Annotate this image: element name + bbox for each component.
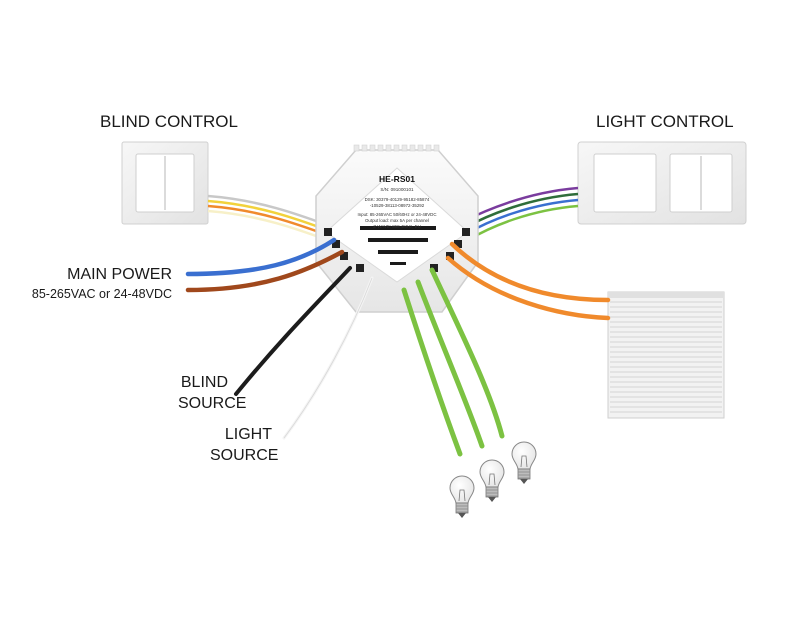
terminal	[430, 264, 438, 272]
terminal	[462, 228, 470, 236]
housing-tooth	[377, 144, 384, 152]
device-dsk-line1: DSK: 30379-40129-95182-85874	[365, 197, 430, 202]
main-power-label: MAIN POWER	[67, 266, 172, 283]
device-dsk-line2: -10529-38113-08972-35292	[370, 203, 425, 208]
blind-source-line2: SOURCE	[178, 395, 247, 412]
device-serial: S/N: 091000101	[380, 187, 414, 192]
main-power-wires	[185, 237, 345, 293]
blind-control-label: BLIND CONTROL	[100, 112, 238, 131]
light-source-line2: SOURCE	[210, 447, 279, 464]
light-bulb-icon	[449, 475, 475, 518]
light-source-line1: LIGHT	[224, 426, 272, 443]
vent-slot	[390, 262, 406, 265]
blind-source-label: BLIND SOURCE	[178, 372, 247, 414]
housing-tooth	[393, 144, 400, 152]
terminal	[332, 240, 340, 248]
light-source-wire-edge	[283, 277, 373, 439]
terminal	[356, 264, 364, 272]
light-bulb-icon	[479, 459, 505, 502]
terminal	[446, 252, 454, 260]
housing-tooth	[425, 144, 432, 152]
terminal	[454, 240, 462, 248]
light-control-label: LIGHT CONTROL	[596, 112, 734, 131]
light-source-label: LIGHT SOURCE	[210, 424, 279, 466]
light-bulbs	[449, 441, 537, 518]
blind-control-wires	[207, 194, 331, 243]
device-zwave-spec: Z-WAVE: 868.4MHz, EU	[373, 224, 421, 229]
housing-tooth	[361, 144, 368, 152]
housing-tooth	[353, 144, 360, 152]
window-blind	[607, 291, 725, 419]
main-power-spec: 85-265VAC or 24-48VDC	[31, 287, 172, 301]
terminal	[340, 252, 348, 260]
blind-source-line1: BLIND	[180, 374, 228, 391]
device-output-spec: Output load: max 5A per channel	[365, 218, 429, 223]
housing-tooth	[401, 144, 408, 152]
device-input-spec: Input: 85-265VAC 50/60Hz or 24-48VDC	[358, 212, 437, 217]
blind-motor-wires	[445, 241, 611, 321]
light-control-wires	[461, 186, 579, 242]
light-output-wires	[401, 267, 505, 457]
housing-tooth	[409, 144, 416, 152]
housing-tooth	[369, 144, 376, 152]
blind-control-switch	[121, 141, 209, 225]
terminal	[324, 228, 332, 236]
housing-tooth	[417, 144, 424, 152]
vent-slot	[378, 250, 418, 254]
blind-source-wire	[234, 266, 352, 396]
housing-tooth	[433, 144, 440, 152]
device-model: HE-RS01	[379, 174, 415, 184]
housing-tooth	[385, 144, 392, 152]
vent-slot	[368, 238, 428, 242]
light-bulb-icon	[511, 441, 537, 484]
light-control-switch	[577, 141, 747, 225]
he-rs01-module: HE-RS01 S/N: 091000101 DSK: 30379-40129-…	[315, 144, 479, 313]
vent-slot	[360, 226, 436, 230]
